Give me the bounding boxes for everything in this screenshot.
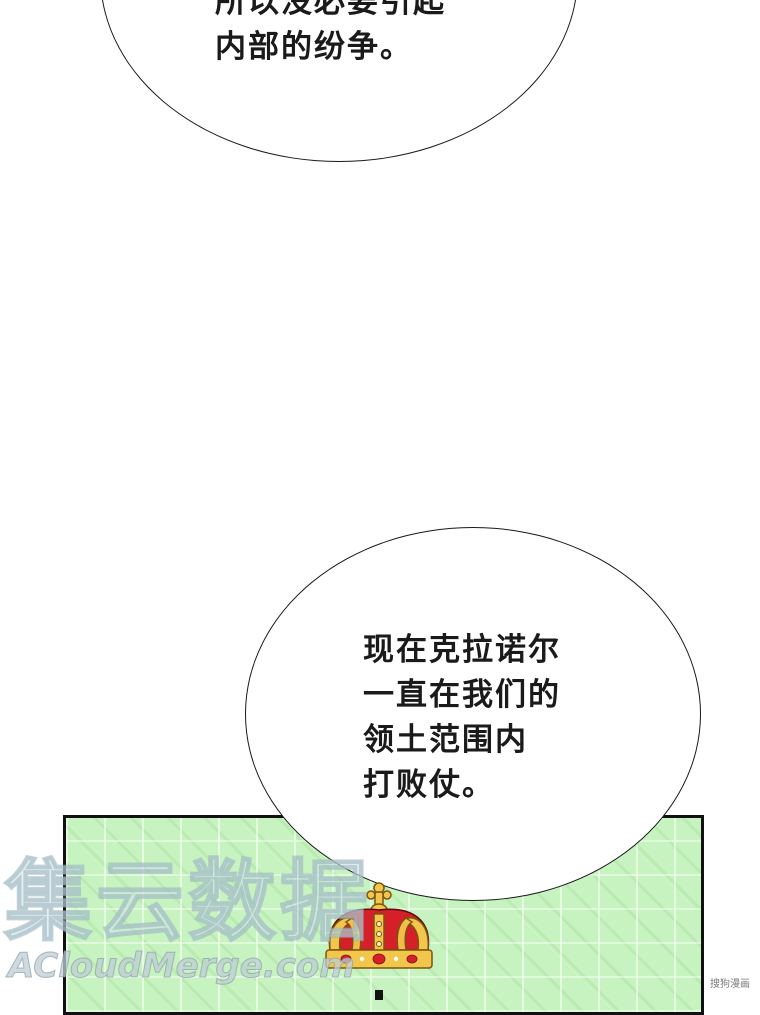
speech-text-top: 所以没必要引起 内部的纷争。 xyxy=(215,0,446,70)
watermark-chinese: 集云数据 xyxy=(3,850,373,953)
speech-line: 所以没必要引起 xyxy=(215,0,446,20)
speech-text-main: 现在克拉诺尔 一直在我们的 领土范围内 打败仗。 xyxy=(363,628,561,808)
watermark-english: ACloudMerge.com xyxy=(8,946,356,987)
panel-figure-fragment xyxy=(375,990,383,1000)
speech-line: 打败仗。 xyxy=(363,767,495,803)
speech-bubble-main xyxy=(245,527,701,901)
speech-line: 领土范围内 xyxy=(363,722,528,758)
credit-label: 搜狗漫画 xyxy=(708,975,752,990)
speech-line: 内部的纷争。 xyxy=(215,29,413,65)
crown-icon xyxy=(325,882,433,969)
speech-line: 现在克拉诺尔 xyxy=(363,632,561,668)
speech-line: 一直在我们的 xyxy=(363,677,561,713)
